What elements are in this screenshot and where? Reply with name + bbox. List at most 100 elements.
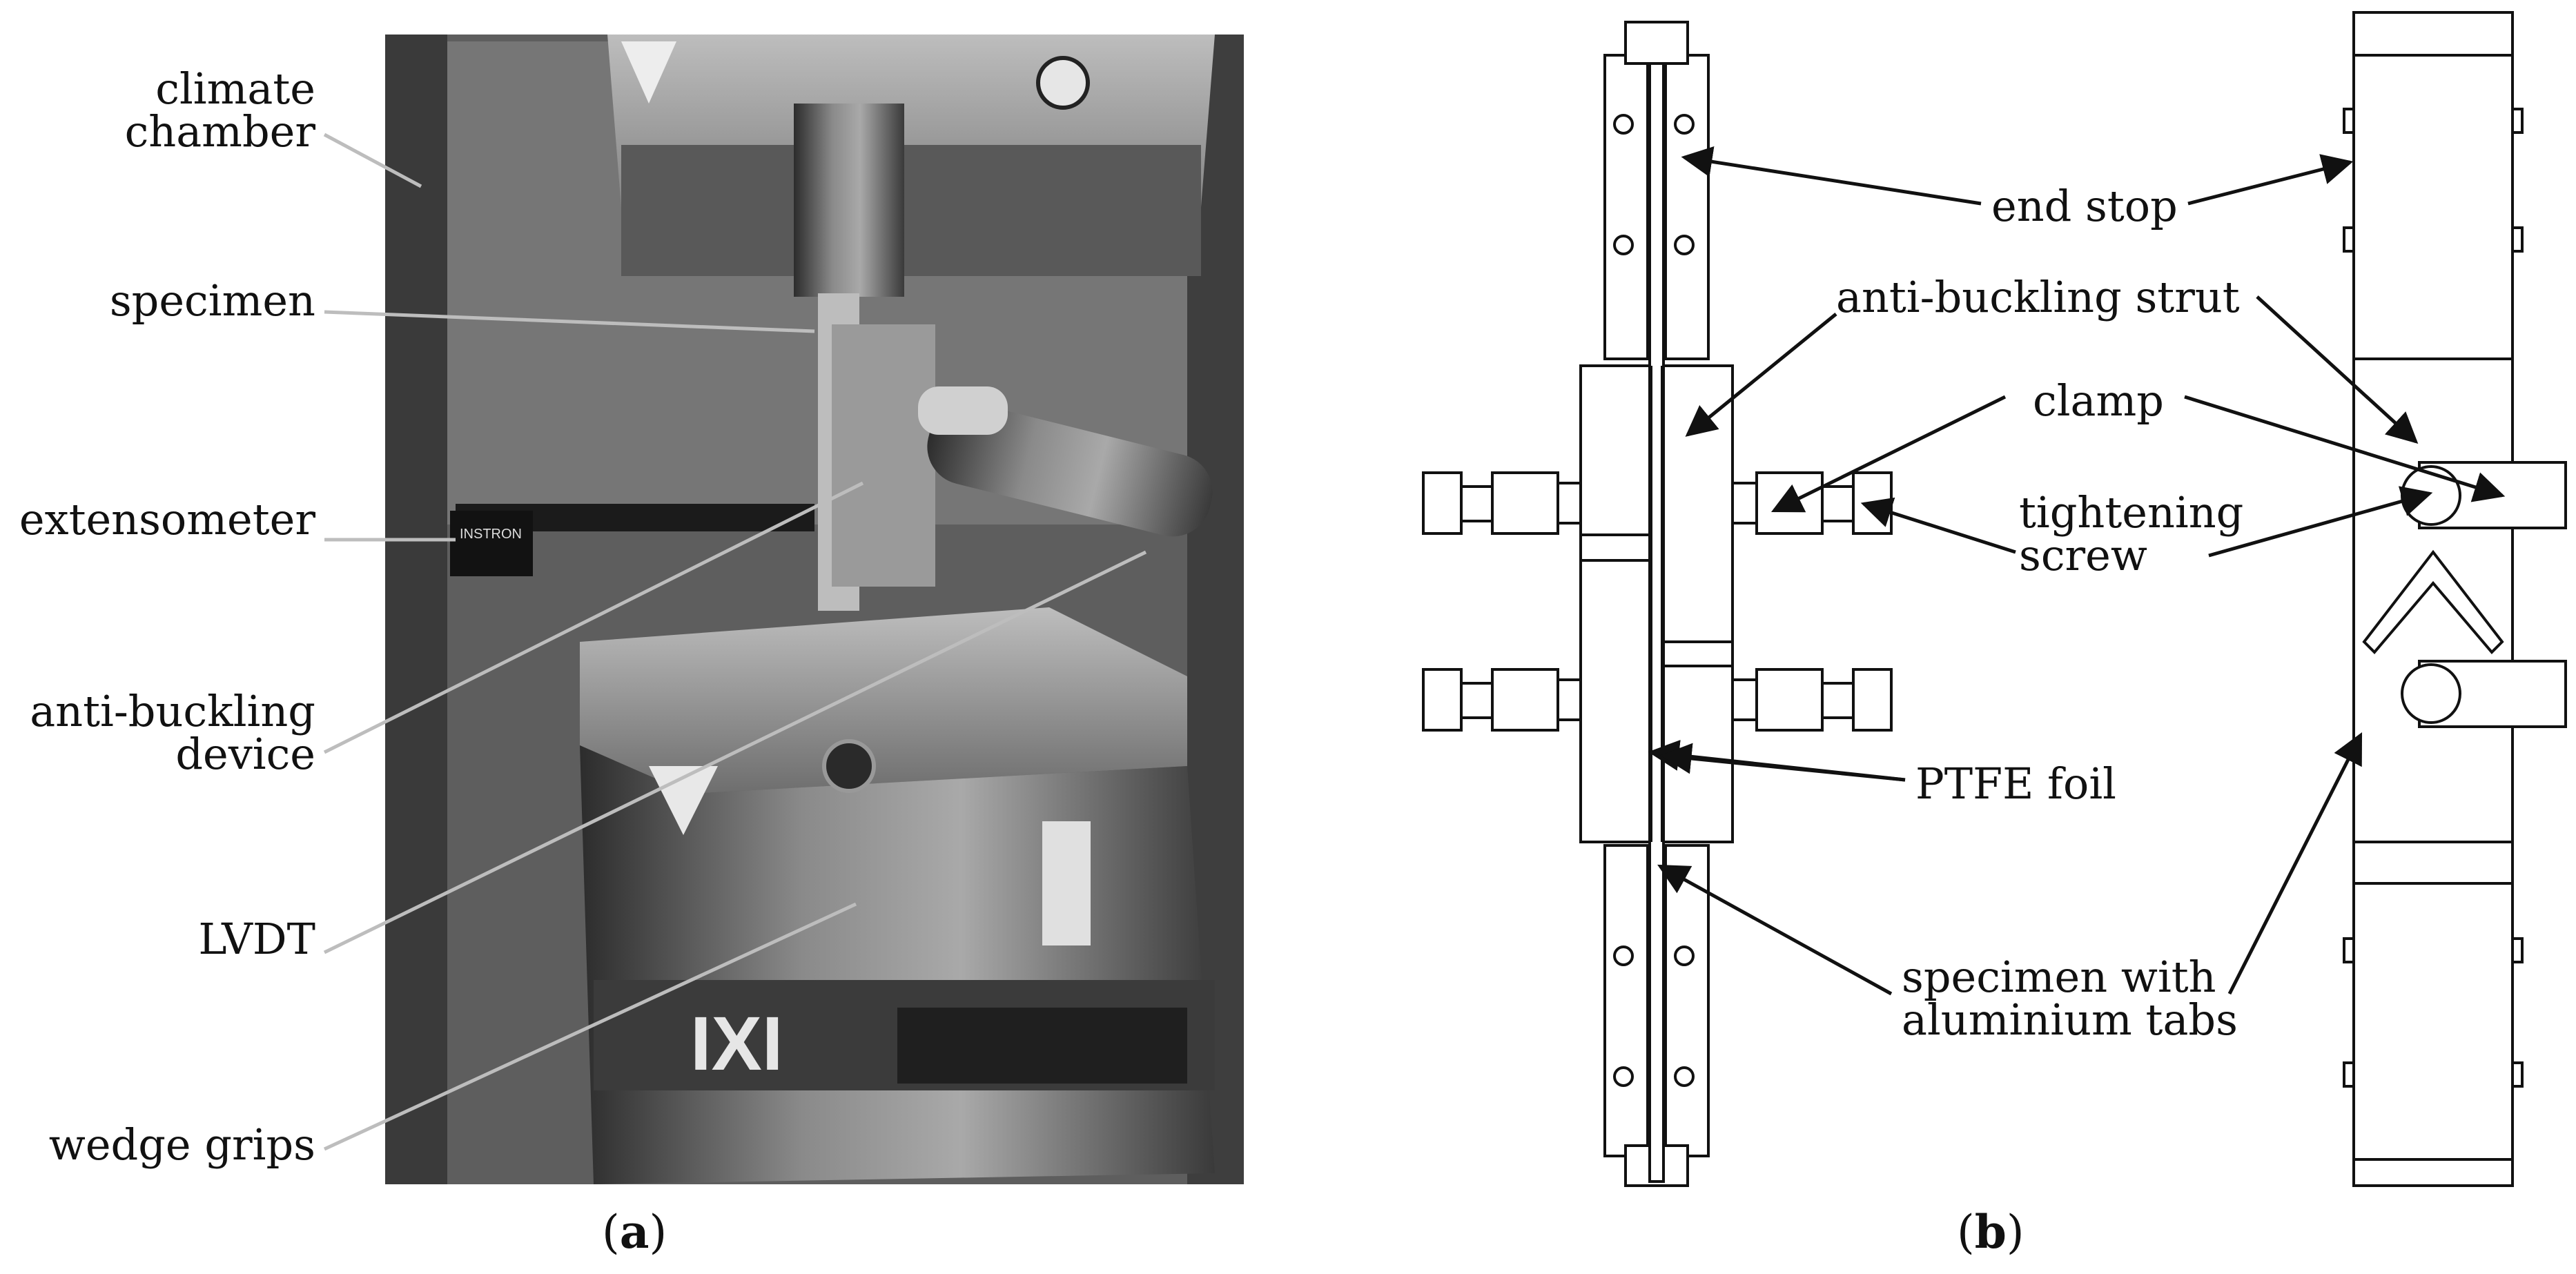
label-climate-chamber: climate chamber xyxy=(125,68,315,153)
front-upper-tab xyxy=(2352,54,2514,360)
screw-nut-ul xyxy=(1491,471,1559,535)
screw-stub-ll xyxy=(1557,678,1582,721)
front-screw-upper xyxy=(2401,465,2461,526)
arrow-ptfe-right xyxy=(1660,743,1906,782)
label-end-stop: end stop xyxy=(1991,181,2178,231)
label-specimen-with-tabs-line1: specimen with xyxy=(1902,952,2216,1002)
arrow-end-stop-left xyxy=(1681,146,1982,206)
drawing-side-view xyxy=(1422,21,1893,1187)
chamber-left-shadow xyxy=(385,35,447,1184)
label-extensometer: extensometer xyxy=(19,494,315,545)
label-anti-buckling-strut: anti-buckling strut xyxy=(1836,272,2240,322)
caption-a-close: ) xyxy=(649,1206,667,1259)
label-anti-buckling-device-line2: device xyxy=(175,729,315,779)
bolt xyxy=(1613,1066,1634,1087)
screw-nut-lr xyxy=(1755,668,1824,732)
screw-nut-ll xyxy=(1491,668,1559,732)
lower-warning-triangle xyxy=(649,766,718,835)
leader-climate-chamber xyxy=(323,133,422,188)
arrow-strut-left xyxy=(1685,313,1837,437)
screw-shaft-lr xyxy=(1821,682,1855,719)
tab-bolts xyxy=(1613,114,1695,1087)
label-climate-chamber-line1: climate xyxy=(155,63,315,114)
leader-anti-buckling-device xyxy=(323,481,864,754)
panel-b-arrows xyxy=(1648,146,2506,996)
label-lvdt: LVDT xyxy=(198,914,315,964)
extensometer-brand-text: INSTRON xyxy=(460,527,522,542)
arrow-specimen-right xyxy=(2227,732,2363,995)
caption-b-close: ) xyxy=(2006,1206,2024,1259)
front-v-groove xyxy=(2362,549,2504,654)
screw-shaft-ul xyxy=(1460,485,1494,522)
label-tightening-screw-line1: tightening xyxy=(2019,487,2244,538)
lower-bolt xyxy=(822,739,876,793)
label-wedge-grips: wedge grips xyxy=(48,1119,315,1170)
caption-b-open: ( xyxy=(1957,1206,1975,1259)
bolt xyxy=(1613,235,1634,255)
bolt xyxy=(1674,114,1695,135)
label-anti-buckling-device-line1: anti-buckling xyxy=(30,686,315,736)
label-ptfe-foil: PTFE foil xyxy=(1915,758,2116,809)
arrow-strut-right xyxy=(2256,295,2419,444)
label-anti-buckling-device: anti-buckling device xyxy=(30,690,315,776)
label-tightening-screw-line2: screw xyxy=(2019,530,2147,580)
screw-stub-ur xyxy=(1731,482,1758,525)
front-tab-nub xyxy=(2343,108,2355,134)
caption-b-letter: b xyxy=(1974,1205,2007,1259)
label-specimen-with-tabs-line2: aluminium tabs xyxy=(1902,994,2238,1045)
lvdt-body xyxy=(927,402,1213,537)
lower-grip-top xyxy=(580,607,1187,794)
upper-bolt xyxy=(1036,56,1090,110)
clamp-knob xyxy=(918,386,1008,435)
panel-a-leaders xyxy=(323,133,1147,1151)
label-tightening-screw: tightening screw xyxy=(2019,491,2243,577)
bolt xyxy=(1674,1066,1695,1087)
screw-shaft-ll xyxy=(1460,682,1494,719)
arrow-clamp-right xyxy=(2184,395,2506,502)
caption-a-letter: a xyxy=(619,1205,650,1259)
front-tab-nub xyxy=(2343,226,2355,253)
arrow-screw-right xyxy=(2208,486,2433,558)
screw-shaft-ur xyxy=(1821,485,1855,522)
bolt xyxy=(1674,945,1695,966)
screw-stub-ul xyxy=(1557,482,1582,525)
screw-head-ur xyxy=(1852,471,1893,535)
caption-a: (a) xyxy=(602,1209,667,1255)
upper-tab-left xyxy=(1603,54,1649,360)
upper-warning-triangle xyxy=(621,41,676,104)
instron-logo-text: IXI xyxy=(690,1001,783,1086)
screw-head-lr xyxy=(1852,668,1893,732)
front-screw-lower xyxy=(2401,663,2461,724)
caption-b: (b) xyxy=(1957,1209,2024,1255)
front-tab-nub xyxy=(2343,1061,2355,1088)
lower-tab-right xyxy=(1664,844,1710,1157)
front-tab-nub xyxy=(2511,1061,2524,1088)
screw-head-ul xyxy=(1422,471,1463,535)
anti-buckling-block xyxy=(832,324,935,587)
bolt xyxy=(1613,114,1634,135)
test-setup-photo: INSTRON IXI xyxy=(385,35,1244,1184)
leader-lvdt xyxy=(323,550,1147,954)
bolt xyxy=(1674,235,1695,255)
label-specimen: specimen xyxy=(109,275,315,326)
strut-right xyxy=(1662,364,1734,843)
caption-a-open: ( xyxy=(602,1206,620,1259)
upper-tab-top xyxy=(1624,21,1689,65)
front-tab-nub xyxy=(2511,226,2524,253)
force-rating-plate xyxy=(897,1008,1187,1084)
front-lower-tab xyxy=(2352,882,2514,1161)
upper-tab-right xyxy=(1664,54,1710,360)
drawing-front-view xyxy=(2343,11,2567,1187)
lower-label-tag xyxy=(1042,821,1091,945)
screw-head-ll xyxy=(1422,668,1463,732)
leader-wedge-grips xyxy=(323,902,857,1151)
screw-stub-lr xyxy=(1731,678,1758,721)
bolt xyxy=(1613,945,1634,966)
label-specimen-with-tabs: specimen with aluminium tabs xyxy=(1902,956,2238,1041)
arrow-specimen-left xyxy=(1657,864,1893,996)
upper-grip-stem xyxy=(794,104,904,297)
arrow-clamp-left xyxy=(1770,395,2007,513)
front-tab-nub xyxy=(2343,937,2355,963)
label-climate-chamber-line2: chamber xyxy=(124,106,315,157)
